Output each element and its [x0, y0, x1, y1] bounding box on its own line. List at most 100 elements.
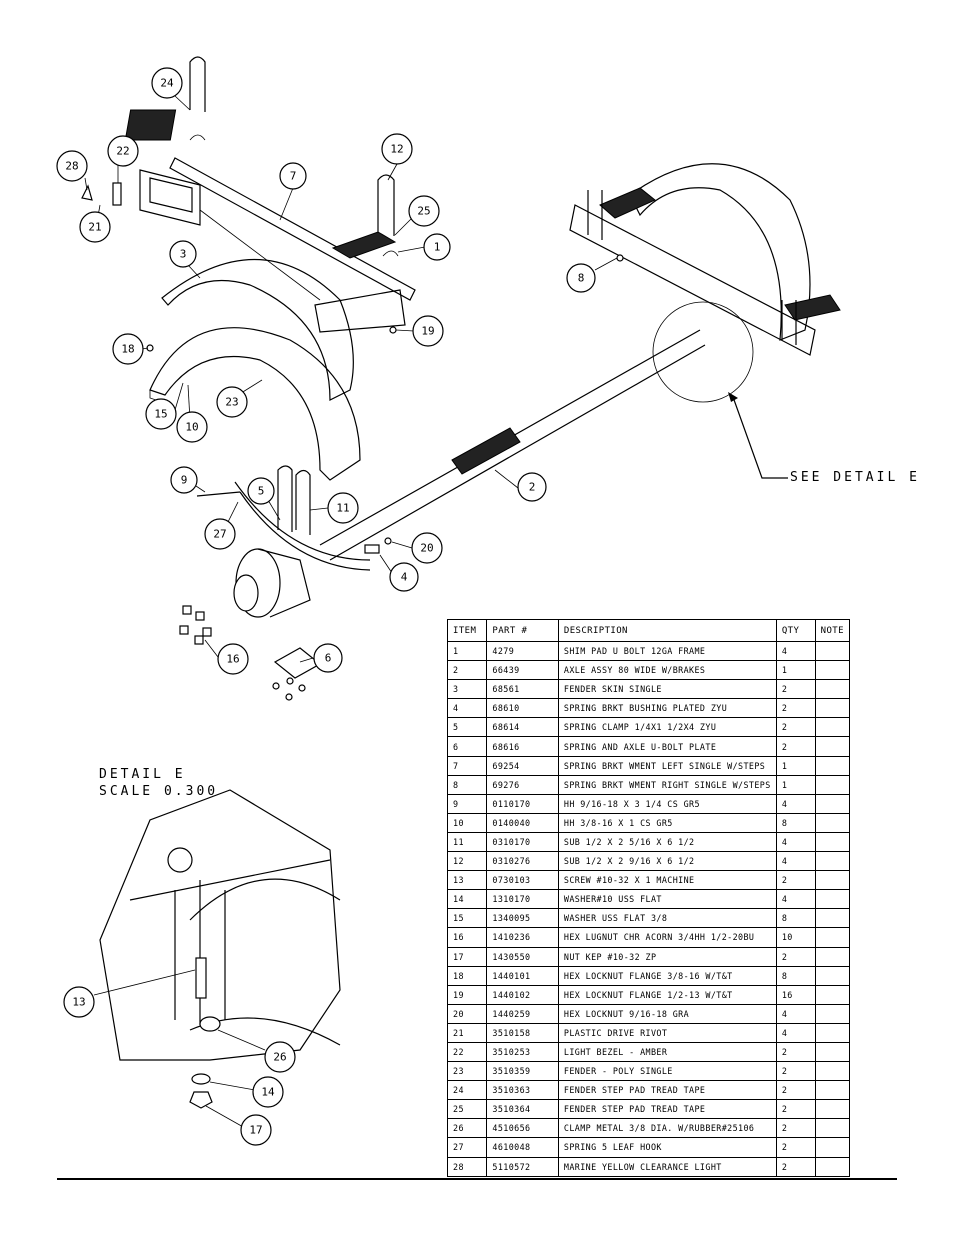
cell-note — [814, 1080, 851, 1101]
callout-25: 25 — [408, 195, 440, 227]
detail-e-name: DETAIL E — [99, 767, 186, 782]
svg-text:4: 4 — [401, 571, 408, 584]
cell-description: SUB 1/2 X 2 9/16 X 6 1/2 — [557, 851, 777, 872]
cell-description: SPRING AND AXLE U-BOLT PLATE — [557, 736, 777, 757]
cell-note — [814, 793, 851, 814]
svg-text:18: 18 — [121, 343, 134, 356]
callout-7: 7 — [279, 162, 307, 190]
callout-18: 18 — [112, 333, 144, 365]
svg-text:21: 21 — [88, 221, 101, 234]
svg-text:6: 6 — [325, 652, 332, 665]
cell-description: CLAMP METAL 3/8 DIA. W/RUBBER#25106 — [557, 1118, 777, 1139]
cell-part: 3510158 — [486, 1022, 559, 1043]
cell-qty: 4 — [775, 851, 816, 872]
cell-description: SPRING 5 LEAF HOOK — [557, 1137, 777, 1158]
svg-text:24: 24 — [160, 77, 174, 90]
cell-note — [814, 679, 851, 700]
cell-part: 69254 — [486, 755, 559, 776]
callout-16: 16 — [217, 643, 249, 675]
cell-qty: 2 — [775, 1041, 816, 1063]
cell-note — [814, 965, 851, 986]
callout-23: 23 — [216, 386, 248, 418]
callout-11: 11 — [327, 492, 359, 524]
cell-part: 1440259 — [486, 1003, 559, 1024]
callout-19: 19 — [412, 315, 444, 347]
cell-item: 18 — [446, 965, 488, 986]
cell-description: HEX LUGNUT CHR ACORN 3/4HH 1/2-20BU — [557, 927, 777, 948]
cell-note — [814, 1156, 851, 1177]
callout-1: 1 — [423, 233, 451, 261]
cell-item: 4 — [446, 698, 488, 719]
cell-qty: 2 — [775, 698, 816, 719]
header-item: ITEM — [446, 619, 488, 642]
cell-item: 6 — [446, 736, 488, 757]
svg-text:16: 16 — [226, 653, 239, 666]
step-pad-25 — [331, 231, 397, 259]
callout-27: 27 — [204, 518, 236, 550]
svg-text:2: 2 — [529, 481, 536, 494]
cell-part: 3510364 — [486, 1099, 559, 1120]
callout-10: 10 — [176, 411, 208, 443]
cell-item: 15 — [446, 908, 488, 929]
cell-description: LIGHT BEZEL - AMBER — [557, 1041, 777, 1063]
cell-item: 12 — [446, 851, 488, 872]
cell-item: 25 — [446, 1099, 488, 1120]
svg-text:11: 11 — [336, 502, 349, 515]
cell-item: 10 — [446, 812, 488, 833]
cell-qty: 2 — [775, 946, 816, 967]
header-part: PART # — [486, 619, 559, 642]
left-spring-bracket-frame — [139, 157, 416, 333]
cell-qty: 2 — [775, 717, 816, 738]
cell-description: FENDER - POLY SINGLE — [557, 1061, 777, 1082]
step-pad-24 — [124, 109, 177, 141]
cell-description: SUB 1/2 X 2 5/16 X 6 1/2 — [557, 831, 777, 853]
cell-note — [814, 946, 851, 967]
cell-note — [814, 831, 851, 853]
svg-text:15: 15 — [154, 408, 167, 421]
header-qty: QTY — [775, 619, 816, 642]
callout-15: 15 — [145, 398, 177, 430]
fender-skin — [161, 259, 354, 401]
cell-part: 0140040 — [486, 812, 559, 833]
cell-item: 3 — [446, 679, 488, 700]
cell-note — [814, 640, 851, 662]
cell-qty: 1 — [775, 774, 816, 795]
cell-item: 26 — [446, 1118, 488, 1139]
cell-qty: 4 — [775, 640, 816, 662]
cell-part: 1310170 — [486, 889, 559, 910]
svg-text:1: 1 — [434, 241, 441, 254]
cell-item: 2 — [446, 660, 488, 681]
cell-item: 23 — [446, 1061, 488, 1082]
callout-12: 12 — [381, 133, 413, 165]
cell-qty: 2 — [775, 679, 816, 700]
cell-qty: 8 — [775, 812, 816, 833]
svg-text:22: 22 — [116, 145, 129, 158]
cell-description: SCREW #10-32 X 1 MACHINE — [557, 870, 777, 891]
cell-note — [814, 812, 851, 833]
callout-leaders — [84, 95, 618, 663]
svg-text:28: 28 — [65, 160, 78, 173]
svg-text:14: 14 — [261, 1086, 275, 1099]
cell-item: 14 — [446, 889, 488, 910]
cell-part: 1440101 — [486, 965, 559, 986]
cell-description: SHIM PAD U BOLT 12GA FRAME — [557, 640, 777, 662]
axle-rubber-pad — [451, 427, 521, 475]
cell-note — [814, 908, 851, 929]
header-note: NOTE — [814, 619, 851, 642]
see-detail-label: SEE DETAIL E — [790, 470, 920, 485]
cell-qty: 4 — [775, 831, 816, 853]
cell-item: 9 — [446, 793, 488, 814]
cell-part: 5110572 — [486, 1156, 559, 1177]
svg-text:25: 25 — [417, 205, 430, 218]
cell-item: 8 — [446, 774, 488, 795]
cell-qty: 4 — [775, 793, 816, 814]
